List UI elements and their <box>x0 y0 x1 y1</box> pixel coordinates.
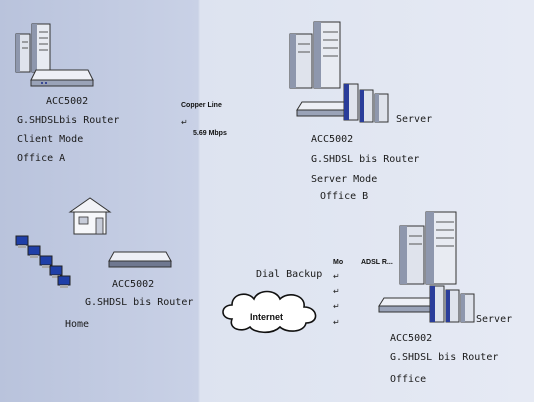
home-router-icon <box>108 251 172 268</box>
office-b-device: G.SHDSL bis Router <box>311 154 420 165</box>
house-icon <box>68 197 112 235</box>
adsl-label: ADSL R... <box>361 259 393 266</box>
office-a-mode: Client Mode <box>17 134 84 145</box>
return-arrow-icon: ↵ <box>333 287 340 296</box>
office-rack-servers-icon <box>429 285 475 323</box>
office-b-server-label: Server <box>396 114 433 125</box>
office-b-servers-icon <box>289 21 341 89</box>
office-device: G.SHDSL bis Router <box>390 352 499 363</box>
office-server-label: Server <box>476 314 513 325</box>
office-a-model: ACC5002 <box>46 96 89 107</box>
dial-backup-label: Dial Backup <box>256 269 323 280</box>
link-medium: Copper Line <box>181 102 222 109</box>
return-arrow-icon: ↵ <box>333 302 340 311</box>
office-servers-icon <box>399 211 457 285</box>
return-arrow-icon: ↵ <box>333 318 340 327</box>
internet-label: Internet <box>250 312 284 322</box>
home-pcs-icon <box>15 235 71 288</box>
office-a-device: G.SHDSLbis Router <box>17 115 120 126</box>
link-speed: 5.69 Mbps <box>193 130 227 137</box>
home-site: Home <box>65 319 90 330</box>
office-b-rack-servers-icon <box>343 83 389 123</box>
mo-label: Mo <box>333 259 344 266</box>
office-b-model: ACC5002 <box>311 134 354 145</box>
internet-cloud-icon <box>222 290 317 334</box>
office-a-servers-icon <box>15 23 51 73</box>
office-a-router-icon <box>30 69 94 87</box>
return-arrow-icon: ↵ <box>333 272 340 281</box>
office-b-site: Office B <box>320 191 369 202</box>
office-model: ACC5002 <box>390 333 433 344</box>
home-model: ACC5002 <box>112 279 155 290</box>
office-a-site: Office A <box>17 153 66 164</box>
office-site: Office <box>390 374 427 385</box>
home-device: G.SHDSL bis Router <box>85 297 194 308</box>
office-b-mode: Server Mode <box>311 174 378 185</box>
link-arrow-icon: ↵ <box>181 118 188 127</box>
